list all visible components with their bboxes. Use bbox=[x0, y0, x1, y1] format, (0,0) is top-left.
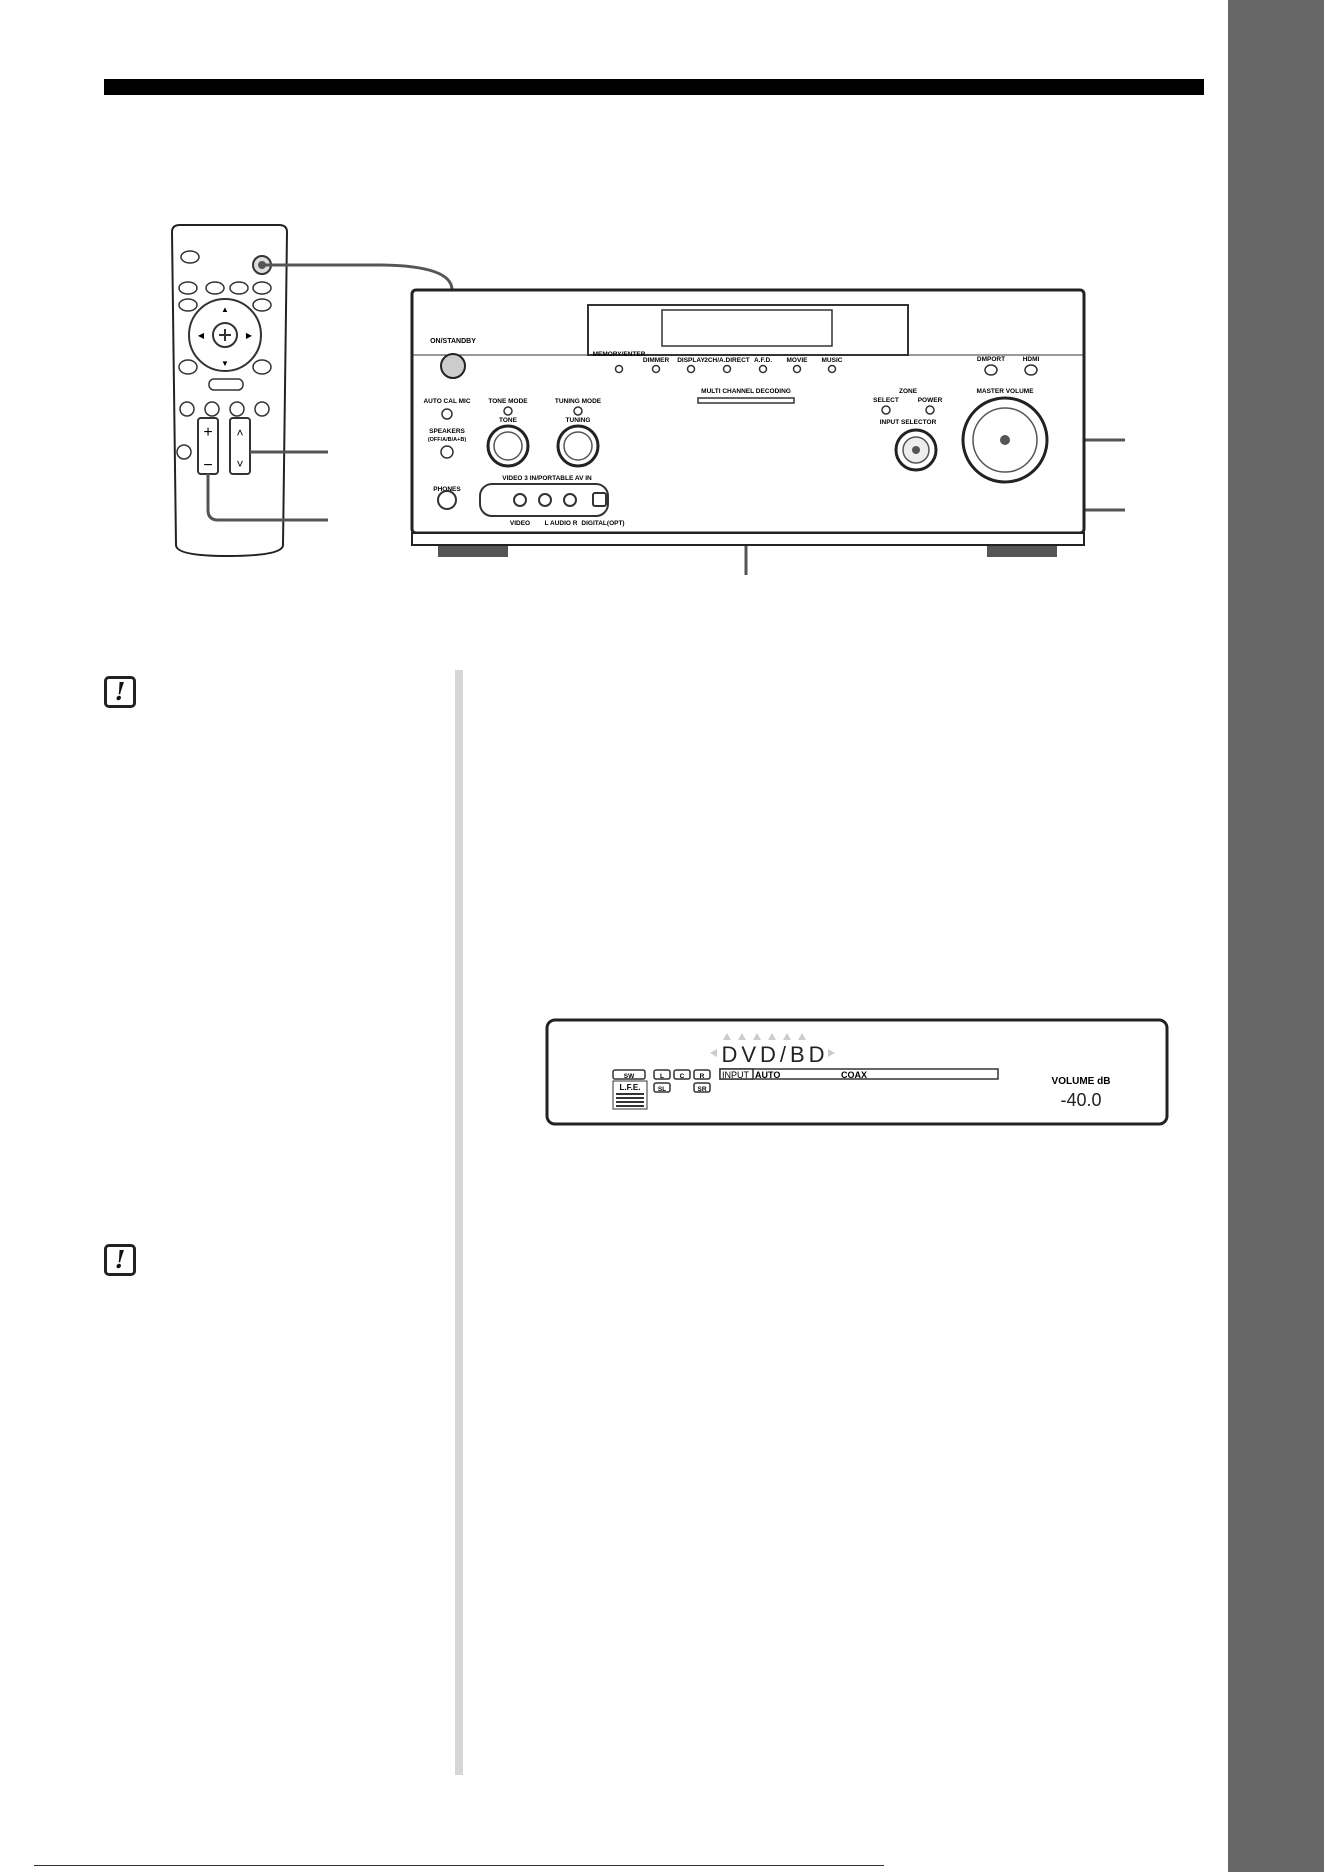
svg-text:ZONE: ZONE bbox=[899, 388, 918, 395]
caution-icon: ! bbox=[104, 1244, 136, 1276]
svg-text:TUNING MODE: TUNING MODE bbox=[555, 398, 602, 405]
svg-text:TONE: TONE bbox=[499, 417, 518, 424]
svg-text:MASTER VOLUME: MASTER VOLUME bbox=[976, 388, 1034, 395]
svg-text:▶: ▶ bbox=[246, 331, 253, 340]
av-receiver: ON/STANDBY MEMORY/ENTER DIMMER DISPLAY 2… bbox=[410, 288, 1086, 557]
receiver-right-controls: ZONE SELECT POWER INPUT SELECTOR MASTER … bbox=[873, 388, 1034, 426]
svg-text:DMPORT: DMPORT bbox=[977, 356, 1005, 363]
svg-text:SR: SR bbox=[697, 1086, 706, 1093]
svg-text:+: + bbox=[203, 424, 212, 441]
svg-text:L: L bbox=[660, 1073, 664, 1080]
svg-text:INPUT SELECTOR: INPUT SELECTOR bbox=[880, 419, 937, 426]
svg-text:(OFF/A/B/A+B): (OFF/A/B/A+B) bbox=[428, 437, 467, 443]
svg-text:VIDEO 3 IN/PORTABLE AV IN: VIDEO 3 IN/PORTABLE AV IN bbox=[502, 475, 592, 482]
receiver-indicator-leds bbox=[614, 364, 1038, 376]
svg-text:L AUDIO R: L AUDIO R bbox=[545, 520, 578, 527]
svg-text:MUSIC: MUSIC bbox=[822, 357, 843, 364]
svg-text:VIDEO: VIDEO bbox=[510, 520, 530, 527]
svg-text:MULTI CHANNEL DECODING: MULTI CHANNEL DECODING bbox=[701, 388, 791, 395]
svg-text:MOVIE: MOVIE bbox=[787, 357, 809, 364]
receiver-power-button bbox=[440, 353, 466, 379]
svg-text:POWER: POWER bbox=[918, 397, 943, 404]
equipment-illustration: ▲ ▼ ◀ ▶ + − ˄ ˅ bbox=[170, 224, 1125, 575]
svg-text:◀: ◀ bbox=[198, 331, 205, 340]
phones-jack bbox=[437, 490, 457, 510]
svg-text:˄: ˄ bbox=[236, 426, 243, 440]
receiver-foot-left bbox=[438, 545, 508, 557]
section-tab bbox=[1228, 0, 1324, 1872]
svg-text:PHONES: PHONES bbox=[433, 486, 461, 493]
header-bar bbox=[104, 79, 1204, 95]
svg-text:DISPLAY: DISPLAY bbox=[677, 357, 705, 364]
svg-text:DIMMER: DIMMER bbox=[643, 357, 670, 364]
svg-text:DIGITAL(OPT): DIGITAL(OPT) bbox=[581, 520, 624, 527]
svg-text:VOLUME dB: VOLUME dB bbox=[1052, 1076, 1111, 1087]
receiver-foot-right bbox=[987, 545, 1057, 557]
blink-marks bbox=[710, 1033, 835, 1057]
svg-text:INPUT: INPUT bbox=[722, 1070, 750, 1080]
svg-text:SPEAKERS: SPEAKERS bbox=[429, 428, 465, 435]
svg-text:˅: ˅ bbox=[236, 457, 243, 471]
receiver-left-controls: AUTO CAL MIC TONE MODE TUNING MODE TONE … bbox=[423, 398, 624, 527]
remote-top-buttons bbox=[178, 250, 272, 312]
svg-text:MEMORY/ENTER: MEMORY/ENTER bbox=[593, 351, 646, 358]
svg-text:▲: ▲ bbox=[221, 305, 229, 314]
svg-text:TONE MODE: TONE MODE bbox=[488, 398, 528, 405]
remote-control: ▲ ▼ ◀ ▶ + − ˄ ˅ bbox=[170, 224, 289, 558]
svg-text:SW: SW bbox=[624, 1073, 635, 1080]
svg-text:A.F.D.: A.F.D. bbox=[754, 357, 772, 364]
lfe-indicator: L.F.E. bbox=[620, 1083, 641, 1092]
page-bottom-rule bbox=[34, 1865, 884, 1866]
svg-text:AUTO CAL MIC: AUTO CAL MIC bbox=[423, 398, 470, 405]
svg-text:TUNING: TUNING bbox=[566, 417, 591, 424]
receiver-button-row: MEMORY/ENTER DIMMER DISPLAY 2CH/A.DIRECT… bbox=[593, 351, 1040, 364]
svg-text:HDMI: HDMI bbox=[1023, 356, 1040, 363]
svg-text:C: C bbox=[680, 1073, 685, 1080]
front-panel-display: DVD/BD INPUT AUTO COAX SW L C R SL SR L.… bbox=[545, 1018, 1169, 1126]
svg-text:2CH/A.DIRECT: 2CH/A.DIRECT bbox=[704, 357, 750, 364]
svg-text:COAX: COAX bbox=[841, 1070, 867, 1080]
remote-muting-button bbox=[176, 444, 192, 460]
remote-input-rocker bbox=[229, 417, 251, 475]
svg-text:R: R bbox=[700, 1073, 705, 1080]
speaker-indicators bbox=[612, 1069, 711, 1093]
column-divider bbox=[455, 670, 463, 1775]
caution-icon: ! bbox=[104, 676, 136, 708]
remote-dpad: ▲ ▼ ◀ ▶ bbox=[178, 298, 272, 391]
volume-readout: -40.0 bbox=[1060, 1090, 1101, 1110]
remote-transport-buttons bbox=[179, 401, 270, 417]
svg-text:SL: SL bbox=[658, 1086, 666, 1093]
svg-text:SELECT: SELECT bbox=[873, 397, 899, 404]
power-label: ON/STANDBY bbox=[430, 338, 476, 345]
svg-text:AUTO: AUTO bbox=[755, 1070, 780, 1080]
display-input-name: DVD/BD bbox=[721, 1042, 828, 1067]
svg-text:−: − bbox=[203, 457, 212, 474]
svg-text:▼: ▼ bbox=[221, 359, 229, 368]
